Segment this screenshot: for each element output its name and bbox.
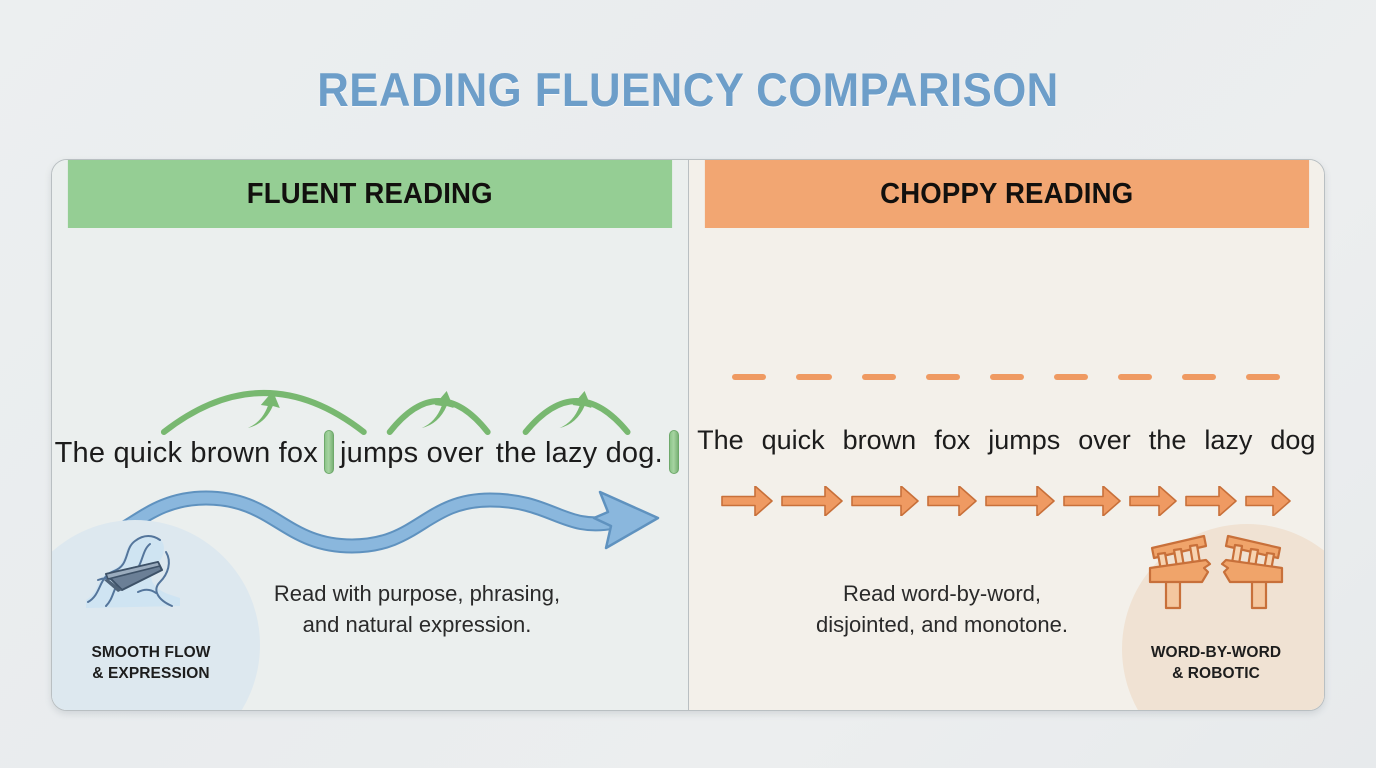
- choppy-word: over: [1078, 424, 1131, 455]
- panel-fluent-reading: FLUENT READING The quick brown fox jumps …: [52, 160, 688, 710]
- swoosh-arrow-icon: [247, 391, 280, 428]
- smooth-flow-caption: SMOOTH FLOW & EXPRESSION: [52, 642, 256, 684]
- smooth-flow-caption-line-2: & EXPRESSION: [92, 665, 210, 682]
- boat-on-river-icon: [86, 535, 180, 608]
- choppy-word: lazy: [1204, 424, 1253, 455]
- phrase-boundary-bar: [668, 430, 679, 474]
- choppy-block-arrow-icon: [721, 486, 774, 516]
- fluent-sentence: The quick brown fox jumps over the lazy do…: [52, 430, 688, 474]
- choppy-description-line-2: disjointed, and monotone.: [816, 612, 1068, 637]
- comparison-card: FLUENT READING The quick brown fox jumps …: [51, 159, 1325, 711]
- broken-bridge-icon: [1148, 534, 1284, 610]
- smooth-flow-arrow-icon: [76, 490, 660, 554]
- fluent-description-line-2: and natural expression.: [302, 612, 532, 637]
- choppy-block-arrow-icon: [1185, 486, 1238, 516]
- smooth-flow-caption-line-1: SMOOTH FLOW: [91, 644, 211, 661]
- fluent-phrase-1: The quick brown fox: [54, 437, 318, 469]
- choppy-dash: [990, 374, 1025, 380]
- choppy-dash: [796, 374, 833, 380]
- choppy-block-arrow-icon: [1129, 486, 1178, 516]
- panel-choppy-reading: CHOPPY READING The quick brown fox jumps over…: [687, 160, 1325, 710]
- choppy-word: brown: [842, 424, 917, 455]
- swoosh-arrow-icon: [559, 391, 592, 428]
- panel-header-fluent: FLUENT READING: [67, 160, 672, 228]
- robotic-caption-line-1: WORD-BY-WORD: [1150, 644, 1282, 661]
- robotic-caption: WORD-BY-WORD & ROBOTIC: [1116, 642, 1316, 684]
- fluent-phrase-2: jumps over: [339, 437, 484, 469]
- phrase-arc: [160, 390, 367, 435]
- page-title: READING FLUENCY COMPARISON: [317, 63, 1059, 116]
- choppy-dash: [1182, 374, 1217, 380]
- choppy-arrow-row: [689, 486, 1325, 516]
- choppy-word: fox: [934, 424, 971, 455]
- choppy-block-arrow-icon: [781, 486, 844, 516]
- panel-header-choppy: CHOPPY READING: [704, 160, 1309, 228]
- choppy-dash: [1246, 374, 1281, 380]
- choppy-description-line-1: Read word-by-word,: [842, 581, 1042, 606]
- swoosh-arrow-icon: [421, 391, 454, 428]
- choppy-block-arrow-icon: [927, 486, 978, 516]
- choppy-description: Read word-by-word, disjointed, and monot…: [732, 578, 1152, 640]
- choppy-word: quick: [761, 424, 825, 455]
- panel-body-fluent: The quick brown fox jumps over the lazy do…: [52, 228, 688, 710]
- choppy-dash: [862, 374, 897, 380]
- choppy-dash: [732, 374, 767, 380]
- choppy-word: the: [1148, 424, 1187, 455]
- choppy-word: The: [697, 424, 744, 455]
- choppy-word: dog: [1270, 424, 1316, 455]
- robotic-caption-line-2: & ROBOTIC: [1172, 665, 1260, 682]
- choppy-dash-row: [689, 374, 1325, 380]
- choppy-word: jumps: [988, 424, 1061, 455]
- choppy-block-arrow-icon: [851, 486, 920, 516]
- fluent-description: Read with purpose, phrasing, and natural…: [182, 578, 652, 640]
- phrase-arc-swooshes: [247, 391, 592, 428]
- choppy-dash: [926, 374, 961, 380]
- choppy-dash: [1054, 374, 1089, 380]
- choppy-block-arrow-icon: [1063, 486, 1122, 516]
- choppy-block-arrow-icon: [1245, 486, 1292, 516]
- fluent-description-line-1: Read with purpose, phrasing,: [273, 581, 561, 606]
- choppy-dash: [1118, 374, 1153, 380]
- fluent-phrase-3: the lazy dog.: [495, 437, 663, 469]
- choppy-block-arrow-icon: [985, 486, 1056, 516]
- phrase-arcs-group: [160, 390, 631, 435]
- phrase-boundary-bar: [323, 430, 334, 474]
